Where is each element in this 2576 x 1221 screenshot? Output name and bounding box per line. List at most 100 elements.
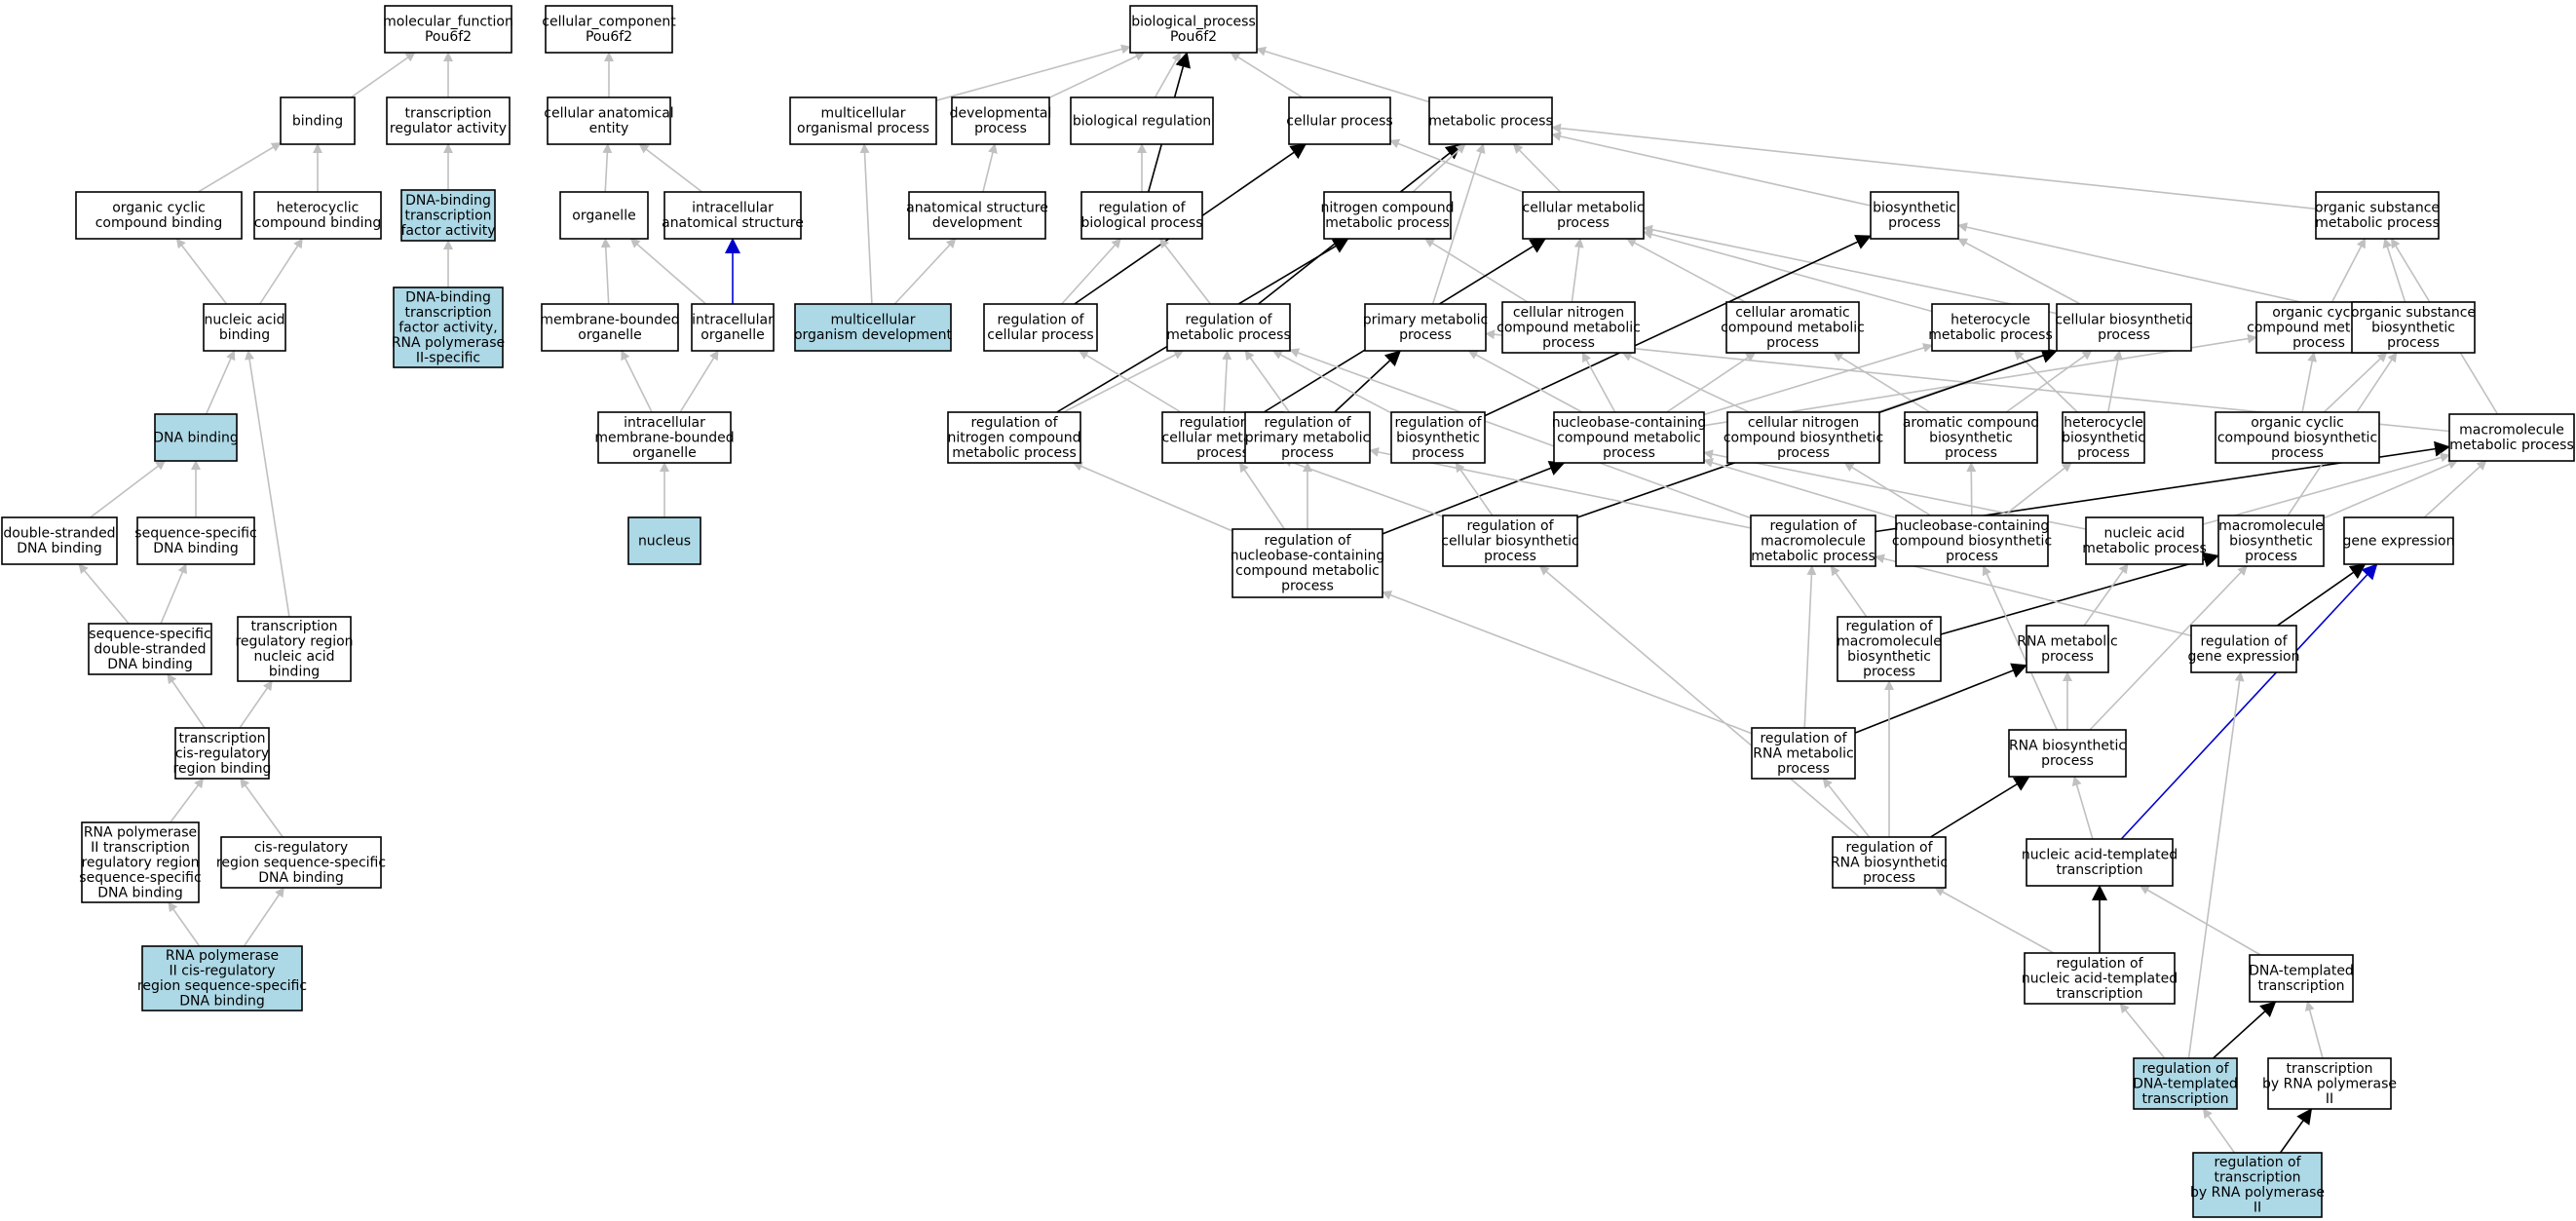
node-natt-box (2026, 838, 2174, 887)
node-occbp-box (2215, 411, 2380, 464)
edge-acbp-to-cacmp (1833, 352, 1931, 413)
edge-rge-to-ge (2276, 563, 2367, 627)
node-rrmp-label-2: process (1777, 761, 1830, 777)
node-rbsp-label-2: process (1412, 445, 1464, 461)
node-dnab[interactable]: DNA binding (153, 413, 239, 462)
edge-rncmp-to-rmp (1063, 350, 1185, 413)
node-ge[interactable]: gene expression (2343, 516, 2455, 565)
edge-hbp-to-hmp (2013, 350, 2078, 413)
node-cmp-label-1: process (1557, 215, 1610, 231)
node-cacmp-label-1: compound metabolic (1721, 320, 1865, 335)
node-hmp-label-1: metabolic process (1928, 327, 2053, 343)
node-rmbp-label-2: biosynthetic (1847, 649, 1931, 665)
node-rnbcmp[interactable]: regulation ofnucleobase-containingcompou… (1231, 528, 1385, 598)
node-hbp-label-0: heterocycle (2064, 415, 2143, 431)
node-ssdsdb-label-2: DNA binding (107, 657, 192, 672)
node-rpmp-label-1: primary metabolic (1245, 430, 1371, 445)
edge-rdtt-to-rge (2187, 671, 2245, 1059)
node-cacmp-label-0: cellular aromatic (1735, 305, 1850, 321)
node-rmbp[interactable]: regulation ofmacromoleculebiosyntheticpr… (1837, 616, 1942, 682)
node-organelle[interactable]: organelle (559, 191, 649, 240)
node-rnbcmp-box (1231, 528, 1383, 598)
node-crrssdb-label-0: cis-regulatory (254, 840, 348, 856)
node-rrbp-label-1: RNA biosynthetic (1831, 855, 1948, 870)
node-mp[interactable]: metabolic process (1428, 96, 1553, 145)
node-imbo-label-2: organelle (632, 445, 696, 461)
node-nucleus[interactable]: nucleus (627, 516, 701, 565)
node-rmmp-label-1: macromolecule (1761, 533, 1866, 549)
node-binding[interactable]: binding (280, 96, 356, 145)
node-br[interactable]: biological regulation (1070, 96, 1214, 145)
edge-rrmp-to-rnamp (1854, 663, 2027, 734)
node-rmbp-label-1: macromolecule (1837, 634, 1942, 650)
node-cncbp-box (1726, 411, 1880, 464)
node-cp[interactable]: cellular process (1286, 96, 1393, 145)
